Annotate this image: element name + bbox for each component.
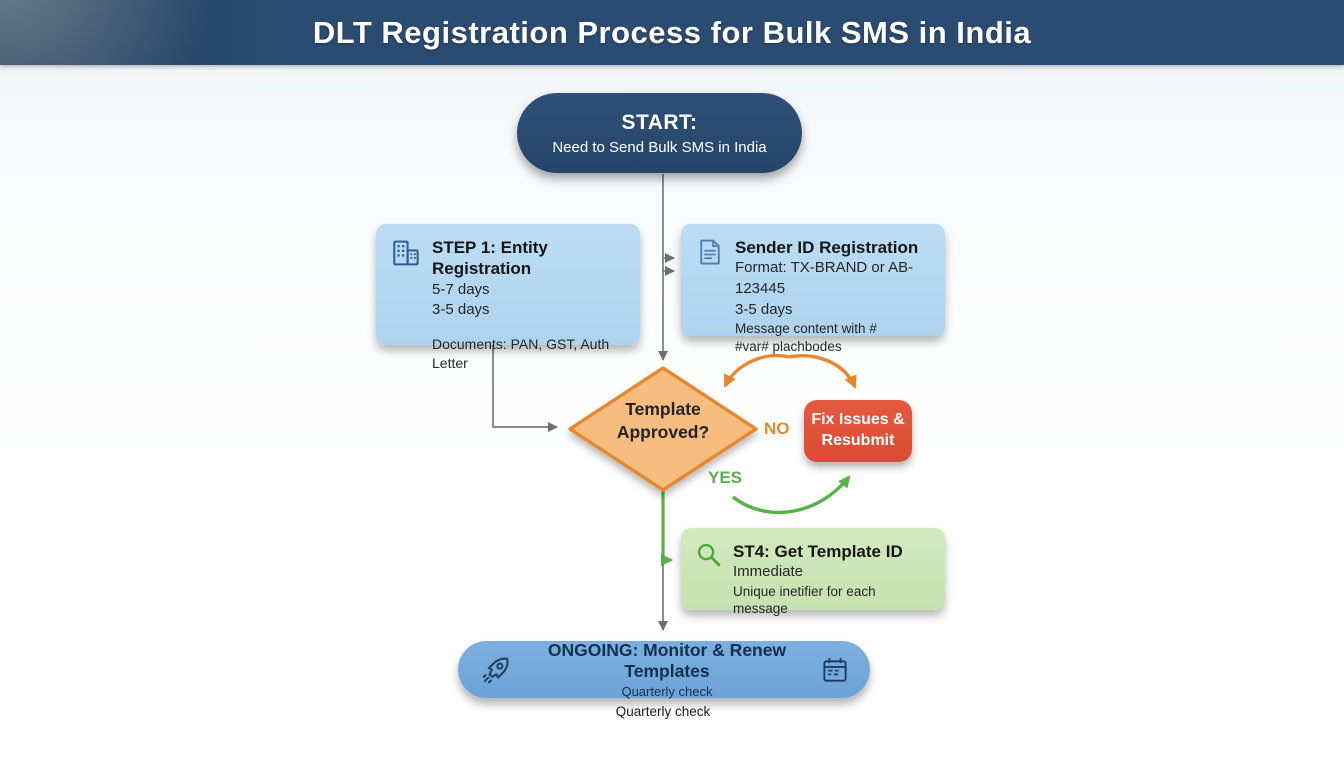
building-icon xyxy=(393,240,419,266)
calendar-icon xyxy=(823,657,847,682)
ongoing-subtitle: Quarterly check xyxy=(621,684,713,699)
fix-line-2: Resubmit xyxy=(821,432,895,449)
sender-duration: 3-5 days xyxy=(735,300,793,318)
template-id-timing: Immediate xyxy=(733,563,804,581)
rocket-icon xyxy=(482,657,509,683)
step1-node: STEP 1: Entity Registration 5-7 days 3-5… xyxy=(376,224,640,371)
decision-line-1: Template xyxy=(625,399,701,419)
step1-duration-1: 5-7 days xyxy=(432,280,490,298)
fix-issues-node: Fix Issues & Resubmit xyxy=(804,400,912,462)
step1-duration-2: 3-5 days xyxy=(432,301,490,319)
no-label: NO xyxy=(764,419,790,438)
connector-yes-arc xyxy=(731,475,851,515)
document-icon xyxy=(700,239,720,265)
fix-line-1: Fix Issues & xyxy=(811,411,905,429)
quarterly-check-caption: Quarterly check xyxy=(615,704,711,719)
page-title: DLT Registration Process for Bulk SMS in… xyxy=(312,14,1032,50)
step1-documents: Documents: PAN, GST, Auth Letter xyxy=(432,335,610,372)
template-id-note: Unique inetifier for each message xyxy=(733,583,876,617)
header-bar: DLT Registration Process for Bulk SMS in… xyxy=(0,0,1344,65)
start-subtitle: Need to Send Bulk SMS in India xyxy=(552,138,767,156)
connector-yes-to-template xyxy=(661,491,673,566)
connector-no-arc-right xyxy=(788,354,857,389)
ongoing-title: ONGOING: Monitor & Renew Templates xyxy=(547,640,787,681)
decision-line-2: Approved? xyxy=(616,421,710,442)
sender-message-note: Message content with # xyxy=(735,321,877,337)
start-title: START: xyxy=(621,110,698,134)
template-id-node: ST4: Get Template ID Immediate Unique in… xyxy=(681,528,945,616)
sender-placeholder-note: #var# plachbodes xyxy=(735,338,842,354)
sender-format: Format: TX-BRAND or AB-123445 xyxy=(735,259,914,297)
step1-title: STEP 1: Entity Registration xyxy=(432,238,548,279)
decision-label: Template Approved? xyxy=(583,398,743,444)
connector-no-arc-left xyxy=(723,353,790,388)
yes-label: YES xyxy=(708,468,743,487)
sender-title: Sender ID Registration xyxy=(735,238,919,257)
sender-id-node: Sender ID Registration Format: TX-BRAND … xyxy=(681,224,945,354)
template-id-title: ST4: Get Template ID xyxy=(733,542,903,561)
start-node: START: Need to Send Bulk SMS in India xyxy=(517,93,802,173)
ongoing-node: ONGOING: Monitor & Renew Templates Quart… xyxy=(458,640,870,699)
search-icon xyxy=(697,543,721,567)
